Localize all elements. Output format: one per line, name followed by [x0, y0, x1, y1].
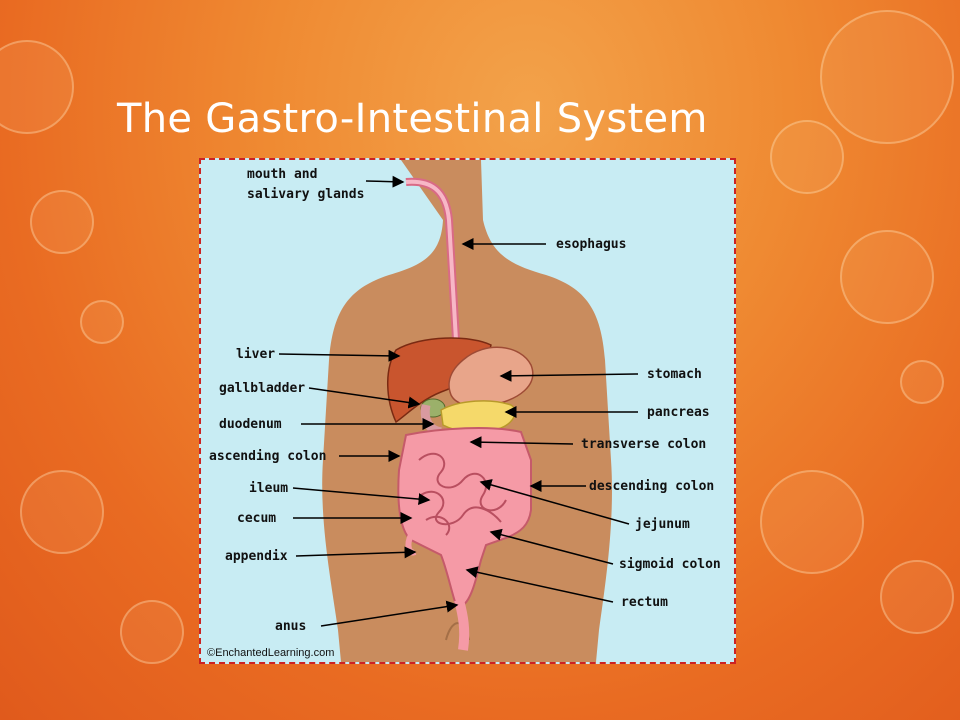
- label-esophagus: esophagus: [556, 237, 626, 252]
- slide-title: The Gastro-Intestinal System: [117, 96, 708, 142]
- bokeh-circle: [80, 300, 124, 344]
- digestive-diagram: mouth and salivary glands esophagus live…: [207, 160, 721, 662]
- credit-text: ©EnchantedLearning.com: [207, 647, 334, 659]
- bokeh-circle: [820, 10, 954, 144]
- label-mouth-line1: mouth and: [247, 167, 317, 182]
- label-liver: liver: [236, 347, 275, 362]
- bokeh-circle: [30, 190, 94, 254]
- bokeh-circle: [900, 360, 944, 404]
- label-duodenum: duodenum: [219, 417, 282, 432]
- bokeh-circle: [0, 40, 74, 134]
- label-appendix: appendix: [225, 549, 288, 564]
- label-descending-colon: descending colon: [589, 479, 714, 494]
- label-pancreas: pancreas: [647, 405, 710, 420]
- label-sigmoid-colon: sigmoid colon: [619, 557, 721, 572]
- label-jejunum: jejunum: [635, 517, 690, 532]
- bokeh-circle: [760, 470, 864, 574]
- label-stomach: stomach: [647, 367, 702, 382]
- label-anus: anus: [275, 619, 306, 634]
- bokeh-circle: [20, 470, 104, 554]
- digestive-diagram-panel: mouth and salivary glands esophagus live…: [199, 158, 736, 664]
- bokeh-circle: [770, 120, 844, 194]
- label-rectum: rectum: [621, 595, 668, 610]
- label-ileum: ileum: [249, 481, 288, 496]
- rectum-shape: [454, 598, 470, 651]
- bokeh-circle: [880, 560, 954, 634]
- label-ascending-colon: ascending colon: [209, 449, 326, 464]
- bokeh-circle: [120, 600, 184, 664]
- label-mouth-line2: salivary glands: [247, 187, 364, 202]
- label-gallbladder: gallbladder: [219, 381, 305, 396]
- label-transverse-colon: transverse colon: [581, 437, 706, 452]
- bokeh-circle: [840, 230, 934, 324]
- label-cecum: cecum: [237, 511, 276, 526]
- small-intestine-coils: [418, 452, 507, 536]
